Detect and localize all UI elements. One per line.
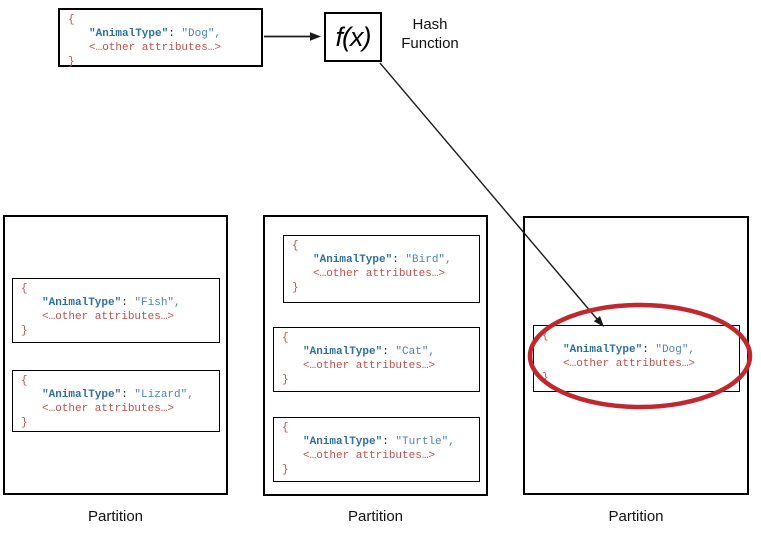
source-document-card: { "AnimalType": "Dog", <…other attribute… <box>58 8 263 68</box>
json-open-brace: { <box>21 375 28 387</box>
partition-box-1 <box>3 215 228 495</box>
json-key-line: "AnimalType": "Dog", <box>89 28 222 40</box>
json-value: "Cat", <box>395 346 436 358</box>
json-other-attributes: <…other attributes…> <box>42 311 175 323</box>
json-close-brace: } <box>542 372 549 384</box>
json-open-brace: { <box>21 283 28 295</box>
json-open-brace: { <box>68 14 75 26</box>
partition-label-1: Partition <box>87 508 144 525</box>
json-other-attributes: <…other attributes…> <box>303 360 436 372</box>
hash-function-symbol: f(x) <box>335 21 372 52</box>
json-open-brace: { <box>282 332 289 344</box>
partition-label-3: Partition <box>608 508 664 525</box>
json-close-brace: } <box>68 56 75 68</box>
json-other-attributes: <…other attributes…> <box>303 450 436 462</box>
partition-label-2: Partition <box>347 508 404 525</box>
document-card-turtle: { "AnimalType": "Turtle", <…other attrib… <box>273 417 480 482</box>
hash-caption-line2: Function <box>401 35 459 52</box>
json-close-brace: } <box>282 374 289 386</box>
json-other-attributes: <…other attributes…> <box>563 358 696 370</box>
document-card-bird: { "AnimalType": "Bird", <…other attribut… <box>283 235 480 303</box>
json-close-brace: } <box>21 325 28 337</box>
json-open-brace: { <box>542 330 549 342</box>
json-other-attributes: <…other attributes…> <box>89 42 222 54</box>
document-card-dog-target: { "AnimalType": "Dog", <…other attribute… <box>533 325 740 392</box>
hash-caption-line1: Hash <box>412 16 448 33</box>
json-open-brace: { <box>292 240 299 252</box>
document-card-cat: { "AnimalType": "Cat", <…other attribute… <box>273 327 480 392</box>
json-value: "Fish", <box>134 297 181 309</box>
json-key: "AnimalType" <box>313 254 393 266</box>
json-value: "Bird", <box>405 254 452 266</box>
json-key: "AnimalType" <box>42 297 122 309</box>
json-other-attributes: <…other attributes…> <box>313 268 446 280</box>
arrowhead-icon <box>310 32 321 41</box>
json-value: "Lizard", <box>134 389 194 401</box>
json-close-brace: } <box>282 464 289 476</box>
json-key: "AnimalType" <box>563 344 643 356</box>
hash-function-caption: Hash Function <box>392 15 468 53</box>
json-other-attributes: <…other attributes…> <box>42 403 175 415</box>
json-close-brace: } <box>21 417 28 429</box>
json-value: "Turtle", <box>395 436 455 448</box>
json-key: "AnimalType" <box>89 28 169 40</box>
json-key: "AnimalType" <box>303 436 383 448</box>
document-card-lizard: { "AnimalType": "Lizard", <…other attrib… <box>12 370 220 432</box>
doc-to-hash-arrow <box>264 32 321 41</box>
json-key: "AnimalType" <box>42 389 122 401</box>
json-open-brace: { <box>282 422 289 434</box>
json-value: "Dog", <box>655 344 696 356</box>
json-key: "AnimalType" <box>303 346 383 358</box>
json-value: "Dog", <box>181 28 222 40</box>
document-card-fish: { "AnimalType": "Fish", <…other attribut… <box>12 278 220 343</box>
json-close-brace: } <box>292 282 299 294</box>
hash-function-box: f(x) <box>324 12 382 62</box>
